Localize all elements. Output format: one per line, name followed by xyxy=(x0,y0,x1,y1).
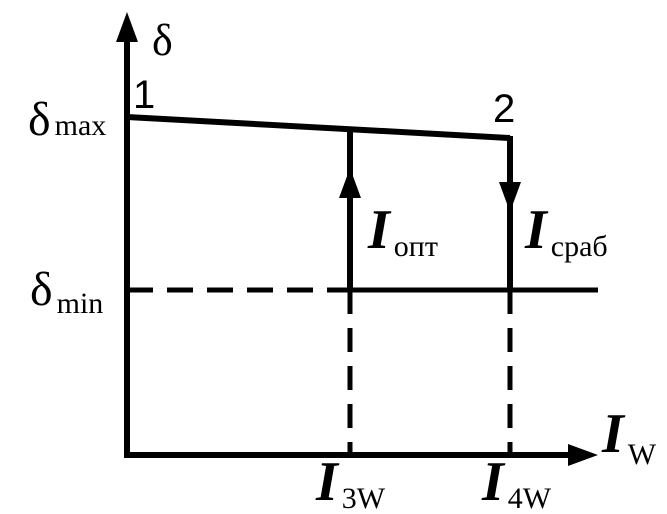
i4w-label: I 4W xyxy=(481,451,552,514)
delta-max-label: δ max xyxy=(28,93,106,146)
x-axis-label-main: I xyxy=(601,403,626,465)
point-2-label: 2 xyxy=(493,87,515,131)
x-axis-label-sub: W xyxy=(628,438,657,471)
x-axis-arrowhead xyxy=(568,444,598,466)
delta-max-main: δ xyxy=(28,93,51,146)
i-opt-sub: опт xyxy=(394,230,438,263)
i4w-main: I xyxy=(481,451,506,513)
i-sr-down-arrowhead xyxy=(499,182,521,212)
y-axis-label: δ xyxy=(152,16,173,65)
delta-max-slope-line xyxy=(126,114,511,141)
delta-min-sub: min xyxy=(57,287,104,320)
i-sr-label: I сраб xyxy=(524,199,608,263)
i4w-sub: 4W xyxy=(508,482,552,514)
i3w-main: I xyxy=(315,451,340,513)
delta-min-label: δ min xyxy=(30,263,103,320)
i-sr-sub: сраб xyxy=(551,230,608,263)
delta-max-sub: max xyxy=(55,109,107,142)
i3w-label: I 3W xyxy=(315,451,386,514)
i3w-sub: 3W xyxy=(342,482,386,514)
i-opt-up-arrowhead xyxy=(339,168,361,198)
i-sr-main: I xyxy=(524,199,549,261)
y-axis-arrowhead xyxy=(116,12,138,42)
x-axis-label: I W xyxy=(601,403,657,471)
delta-min-main: δ xyxy=(30,263,53,316)
i-opt-label: I опт xyxy=(367,199,438,263)
point-1-label: 1 xyxy=(133,73,155,117)
i-opt-main: I xyxy=(367,199,392,261)
